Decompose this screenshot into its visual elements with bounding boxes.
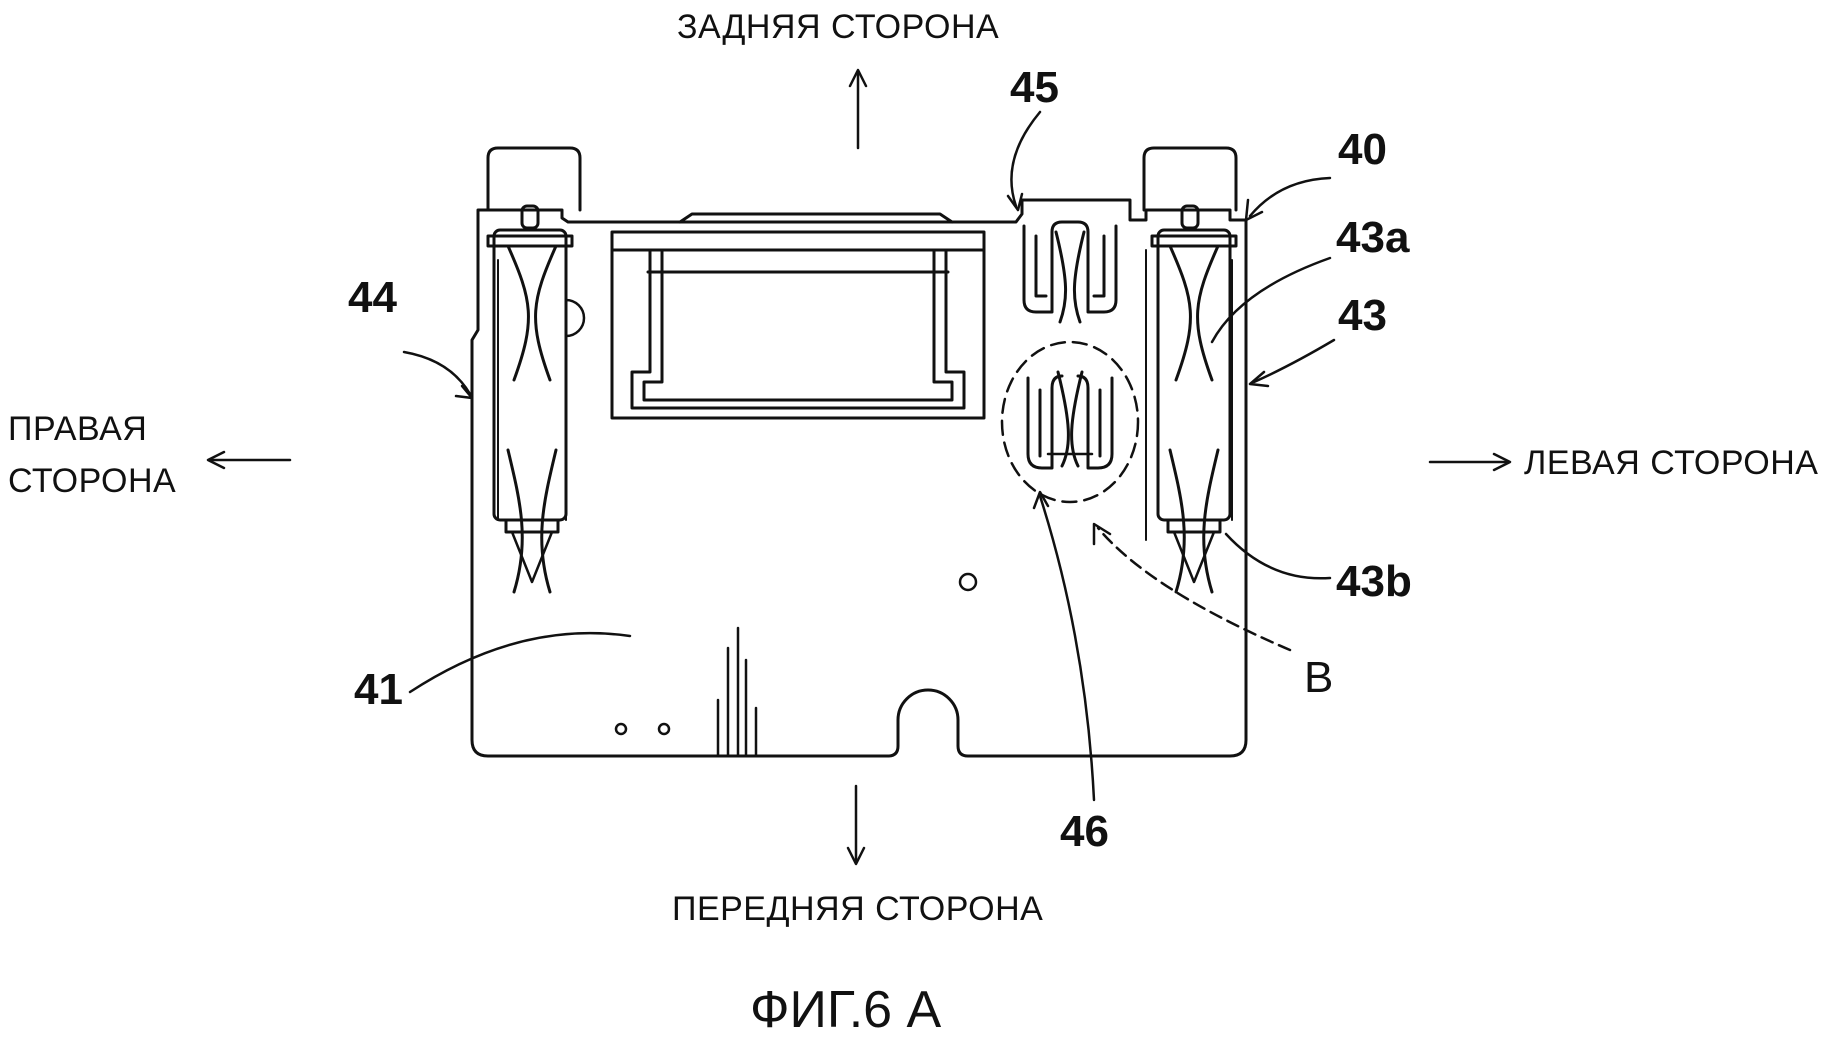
holes [614,572,978,736]
base-plate-41 [470,198,1248,758]
clip-46 [1026,370,1114,470]
label-right-side-line1: ПРАВАЯ [8,410,148,448]
ref-43a: 43a [1336,213,1410,262]
arrow-front [846,784,866,866]
leader-46 [1038,494,1096,802]
leader-B [1096,526,1292,652]
clip-45 [1022,220,1118,324]
direction-arrows [206,68,1512,866]
detail-circle-B [1000,340,1140,504]
leader-43 [1252,338,1336,384]
marking-lines [716,626,758,758]
leader-41 [408,631,632,694]
figure-caption: ФИГ.6 А [750,981,942,1039]
leader-44 [402,350,472,396]
ref-43: 43 [1338,291,1387,340]
top-block-right [486,146,582,212]
leader-lines [402,110,1336,802]
ref-43b: 43b [1336,557,1412,606]
label-right-side-line2: СТОРОНА [8,462,177,500]
leader-43a [1210,256,1332,344]
leader-45 [1010,110,1042,208]
label-left-side: ЛЕВАЯ СТОРОНА [1524,444,1819,482]
leader-40 [1248,176,1332,218]
ref-40: 40 [1338,125,1387,174]
spring-terminal-43 [1145,228,1238,594]
label-front-side: ПЕРЕДНЯЯ СТОРОНА [672,890,1044,928]
arrow-right-side [206,450,292,470]
ref-41: 41 [354,665,403,714]
top-block-left [1142,146,1238,212]
central-window [610,212,986,420]
leader-43b [1224,532,1332,580]
label-rear-side: ЗАДНЯЯ СТОРОНА [677,8,1000,46]
arrow-rear [848,68,868,150]
ref-45: 45 [1010,63,1059,112]
ref-44: 44 [348,273,397,322]
ref-46: 46 [1060,807,1109,856]
housing-40 [470,146,1248,758]
arrow-left-side [1428,452,1512,472]
spring-terminal-44 [486,228,586,594]
ref-B: B [1304,653,1334,702]
